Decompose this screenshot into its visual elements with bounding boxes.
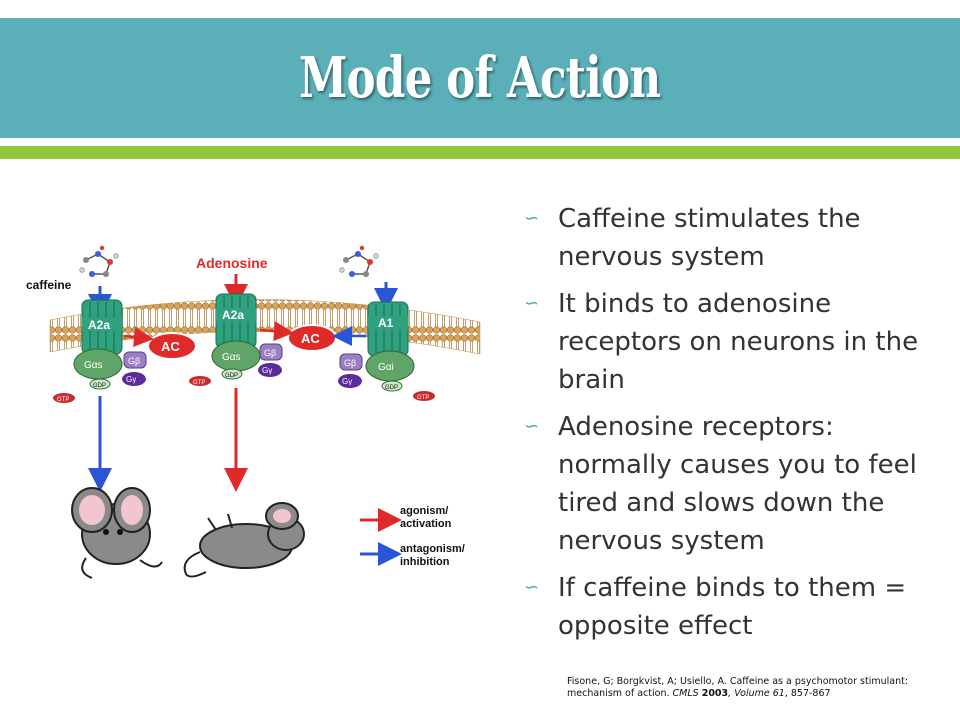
- bullet-item: ∽It binds to adenosine receptors on neur…: [524, 285, 944, 399]
- label-caffeine: caffeine: [26, 278, 72, 292]
- svg-text:Gβ: Gβ: [264, 348, 276, 358]
- svg-text:Gγ: Gγ: [126, 375, 136, 384]
- legend-antagonism: antagonism/: [400, 543, 465, 555]
- caffeine-molecule-icon: [79, 245, 119, 277]
- svg-text:AC: AC: [161, 339, 180, 354]
- bullet-item: ∽If caffeine binds to them = opposite ef…: [524, 569, 944, 645]
- slide-title: Mode of Action: [299, 45, 661, 111]
- svg-text:activation: activation: [400, 518, 452, 530]
- svg-text:A1: A1: [378, 316, 394, 330]
- bullet-glyph-icon: ∽: [524, 416, 540, 437]
- svg-text:GDP: GDP: [93, 383, 106, 389]
- a1-receptor: A1: [367, 301, 409, 357]
- svg-text:Gαi: Gαi: [378, 362, 394, 373]
- svg-text:Gγ: Gγ: [342, 377, 352, 386]
- svg-text:A2a: A2a: [222, 308, 244, 322]
- bullet-glyph-icon: ∽: [524, 577, 540, 598]
- caffeine-molecule-icon: [339, 245, 379, 277]
- label-adenosine: Adenosine: [196, 255, 268, 271]
- svg-text:Gαs: Gαs: [84, 360, 103, 371]
- title-accent-rule: [0, 146, 960, 159]
- svg-text:Gβ: Gβ: [128, 356, 140, 366]
- svg-text:GDP: GDP: [225, 373, 238, 379]
- svg-text:inhibition: inhibition: [400, 556, 450, 568]
- caffeine-mechanism-diagram: caffeine Adenosine A2a: [26, 245, 481, 579]
- legend-agonism: agonism/: [400, 505, 448, 517]
- bullet-item: ∽Caffeine stimulates the nervous system: [524, 200, 944, 276]
- svg-text:GTP: GTP: [417, 395, 429, 401]
- citation: Fisone, G; Borgkvist, A; Usiello, A. Caf…: [567, 676, 909, 699]
- svg-text:A2a: A2a: [88, 318, 110, 332]
- legend: agonism/ activation antagonism/ inhibiti…: [360, 505, 465, 568]
- a2a-receptor-left: A2a: [81, 299, 123, 355]
- sleeping-mouse-icon: [183, 502, 305, 578]
- svg-text:Gγ: Gγ: [262, 366, 272, 375]
- alert-mouse-icon: [71, 487, 163, 579]
- bullet-list: ∽Caffeine stimulates the nervous system …: [524, 200, 944, 654]
- svg-text:GTP: GTP: [193, 380, 205, 386]
- a2a-receptor-mid: A2a: [215, 293, 257, 349]
- title-bar: [0, 18, 960, 138]
- bullet-glyph-icon: ∽: [524, 293, 540, 314]
- svg-text:GDP: GDP: [385, 385, 398, 391]
- svg-text:Gαs: Gαs: [222, 352, 241, 363]
- svg-text:GTP: GTP: [57, 397, 69, 403]
- svg-text:AC: AC: [301, 331, 320, 346]
- bullet-glyph-icon: ∽: [524, 208, 540, 229]
- svg-text:Gβ: Gβ: [344, 358, 356, 368]
- bullet-item: ∽Adenosine receptors: normally causes yo…: [524, 408, 944, 560]
